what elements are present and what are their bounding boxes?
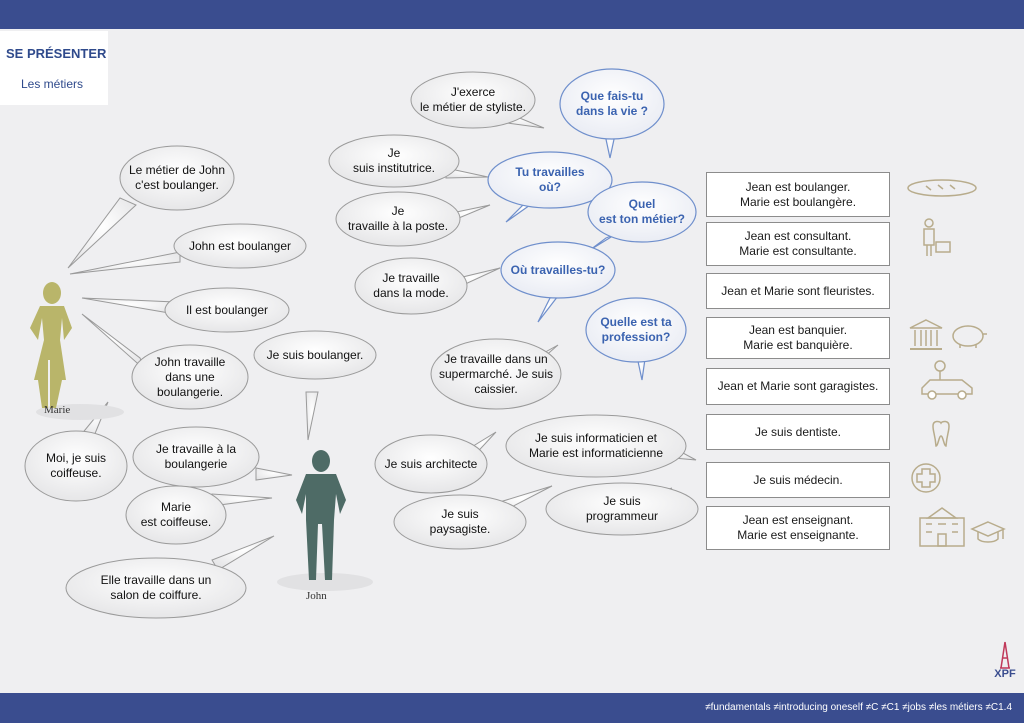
box-enseignant: Jean est enseignant. Marie est enseignan… xyxy=(706,506,890,550)
bottom-bar: ≠fundamentals ≠introducing oneself ≠C ≠C… xyxy=(0,693,1024,723)
tail xyxy=(67,197,137,269)
bubble-marie-2: John est boulanger xyxy=(188,238,292,253)
marie-label: Marie xyxy=(44,404,71,416)
bubble-john-2: Je travaille à la boulangerie xyxy=(155,442,237,471)
bubble-institutrice: Je suis institutrice. xyxy=(352,146,436,175)
graduation-cap-icon xyxy=(970,521,1006,543)
bubble-informaticien: Je suis informaticien et Marie est infor… xyxy=(528,431,664,460)
bubble-poste: Je travaille à la poste. xyxy=(347,204,449,233)
bubble-marie-5: Moi, je suis coiffeuse. xyxy=(45,451,107,480)
question-ou-travailles-tu: Où travailles-tu? xyxy=(510,262,606,277)
bubble-marie-1: Le métier de John c'est boulanger. xyxy=(128,163,226,192)
bubble-john-4: Elle travaille dans un salon de coiffure… xyxy=(100,573,212,602)
footer-tags: ≠fundamentals ≠introducing oneself ≠C ≠C… xyxy=(705,702,1012,713)
top-bar xyxy=(0,0,1024,29)
title-card: SE PRÉSENTER Les métiers xyxy=(0,31,108,105)
john-label: John xyxy=(306,590,327,602)
consultant-icon xyxy=(923,218,951,256)
xpf-logo: XPF xyxy=(988,640,1022,690)
page-title: SE PRÉSENTER xyxy=(6,46,107,61)
bubble-john-3: Marie est coiffeuse. xyxy=(140,500,212,529)
question-quel-metier: Quel est ton métier? xyxy=(598,197,685,226)
box-fleuristes: Jean et Marie sont fleuristes. xyxy=(706,273,890,309)
piggy-bank-icon xyxy=(952,325,987,348)
bubble-shape xyxy=(119,145,235,211)
logo-text: XPF xyxy=(994,668,1016,680)
box-consultant: Jean est consultant. Marie est consultan… xyxy=(706,222,890,266)
box-boulanger: Jean est boulanger. Marie est boulangère… xyxy=(706,172,890,217)
bubble-styliste: J'exerce le métier de styliste. xyxy=(419,85,527,114)
question-tu-travailles-ou: Tu travailles où? xyxy=(515,165,585,194)
box-banquier: Jean est banquier. Marie est banquière. xyxy=(706,317,890,359)
box-garagistes: Jean et Marie sont garagistes. xyxy=(706,368,890,405)
question-profession: Quelle est ta profession? xyxy=(600,315,672,344)
school-icon xyxy=(919,507,965,547)
bubble-programmeur: Je suis programmeur xyxy=(585,494,659,523)
box-dentiste: Je suis dentiste. xyxy=(706,414,890,450)
bubble-paysagiste: Je suis paysagiste. xyxy=(429,507,491,536)
tooth-icon xyxy=(932,420,950,447)
car-icon xyxy=(921,360,973,400)
bread-icon xyxy=(907,179,977,197)
bubble-marie-3: Il est boulanger xyxy=(185,302,269,317)
bubble-mode: Je travaille dans la mode. xyxy=(373,271,449,300)
box-medecin: Je suis médecin. xyxy=(706,462,890,498)
bubble-caissier: Je travaille dans un supermarché. Je sui… xyxy=(438,351,554,396)
eiffel-tower-icon xyxy=(1000,641,1010,669)
bubble-architecte: Je suis architecte xyxy=(384,456,478,471)
bank-icon xyxy=(909,319,943,350)
page-subtitle: Les métiers xyxy=(21,77,84,91)
question-que-fais-tu: Que fais-tu dans la vie ? xyxy=(575,89,649,118)
bubble-john-1: Je suis boulanger. xyxy=(266,347,364,362)
john-figure xyxy=(296,450,346,580)
medical-cross-icon xyxy=(911,463,941,493)
marie-figure xyxy=(30,282,72,408)
bubble-marie-4: John travaille dans une boulangerie. xyxy=(154,354,226,399)
